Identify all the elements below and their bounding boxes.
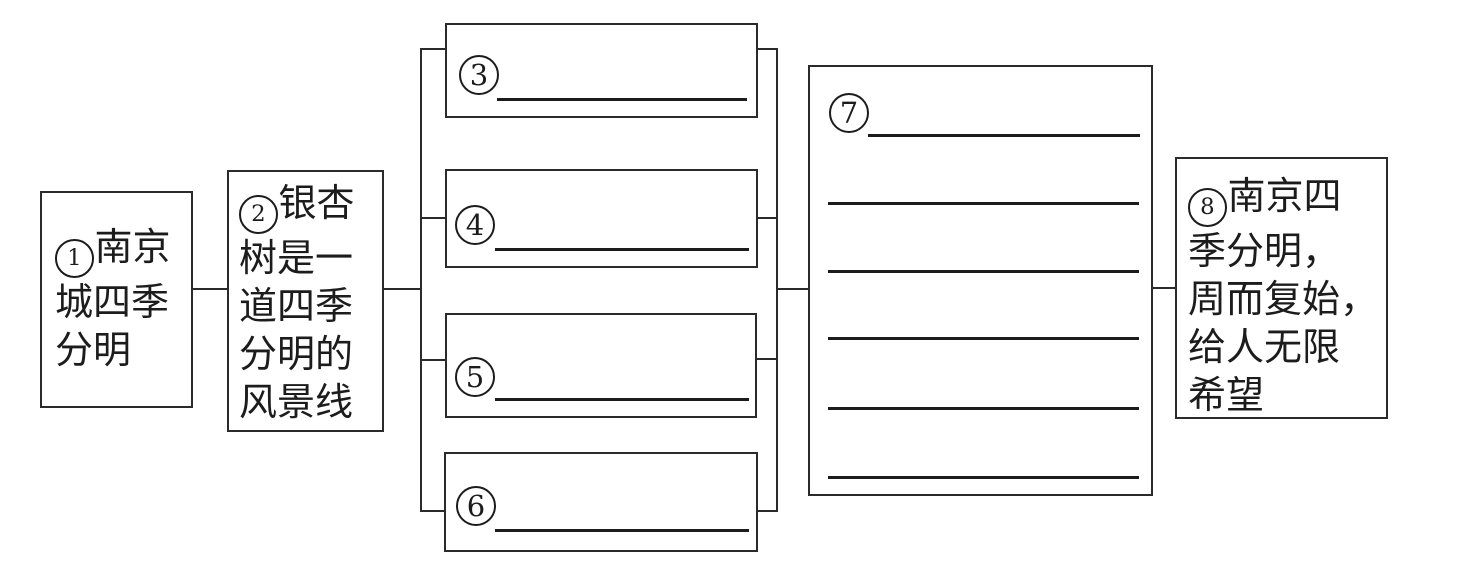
flow-node-4: 4 — [445, 169, 758, 268]
flow-node-7: 7 — [808, 65, 1153, 496]
circled-number-3-icon: 3 — [459, 55, 499, 95]
bracket-right-stub-node5 — [756, 358, 778, 360]
connector-node7-node8 — [1152, 287, 1176, 289]
bracket-left-stub-node6 — [420, 510, 446, 512]
flow-node-5: 5 — [445, 313, 757, 418]
circled-number-2-icon: 2 — [239, 195, 278, 235]
bracket-right-stub-node4 — [757, 217, 778, 219]
circled-number-4-icon: 4 — [455, 205, 495, 245]
bracket-left-stub-node3 — [420, 48, 446, 50]
answer-blank-4 — [495, 248, 749, 251]
circled-number-8-icon: 8 — [1188, 188, 1227, 228]
circled-number-5-icon: 5 — [455, 357, 495, 397]
answer-blank-5 — [495, 398, 749, 401]
connector-node1-node2 — [192, 288, 228, 290]
flow-node-3: 3 — [445, 23, 758, 118]
answer-blank-7-line-4 — [828, 337, 1139, 340]
answer-blank-7-line-3 — [828, 270, 1139, 273]
answer-blank-7-line-1 — [868, 134, 1140, 137]
circled-number-6-icon: 6 — [456, 486, 496, 526]
bracket-left-stub-node5 — [420, 359, 446, 361]
answer-blank-7-line-6 — [828, 476, 1139, 479]
bracket-right-stub-node6 — [757, 510, 778, 512]
connector-node2-bracket — [383, 288, 421, 290]
circled-number-7-icon: 7 — [829, 93, 869, 133]
answer-blank-7-line-2 — [828, 202, 1139, 205]
bracket-right-stub-node3 — [757, 48, 778, 50]
bracket-right-vertical — [776, 48, 778, 512]
circled-number-1-icon: 1 — [55, 239, 94, 279]
connector-bracket-node7 — [776, 288, 809, 290]
bracket-left-stub-node4 — [420, 217, 446, 219]
answer-blank-6 — [495, 529, 749, 532]
answer-blank-7-line-5 — [828, 407, 1139, 410]
answer-blank-3 — [497, 98, 747, 101]
bracket-left-vertical — [420, 48, 422, 512]
flow-node-6: 6 — [444, 452, 758, 552]
